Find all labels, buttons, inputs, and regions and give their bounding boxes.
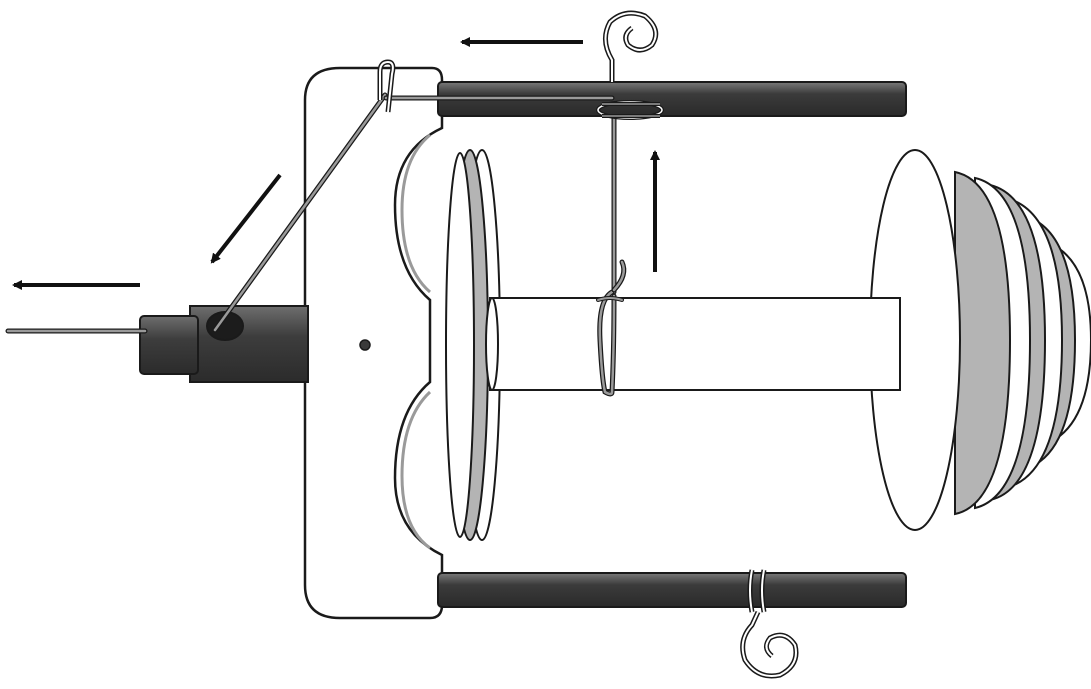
- hook-bottom: [740, 569, 799, 679]
- arrows: [12, 37, 660, 290]
- screw-icon: [359, 339, 371, 351]
- yarn-path: [5, 92, 627, 397]
- whorl: [869, 149, 1091, 531]
- arrow-diagonal: [210, 173, 282, 264]
- bobbin: [445, 149, 901, 541]
- flyer-body: [303, 66, 444, 620]
- flyer-guide-hook-icon: [377, 59, 396, 113]
- orifice-shaft: [139, 305, 309, 383]
- hook-top: [596, 10, 664, 120]
- flyer-arm-bottom: [437, 572, 907, 608]
